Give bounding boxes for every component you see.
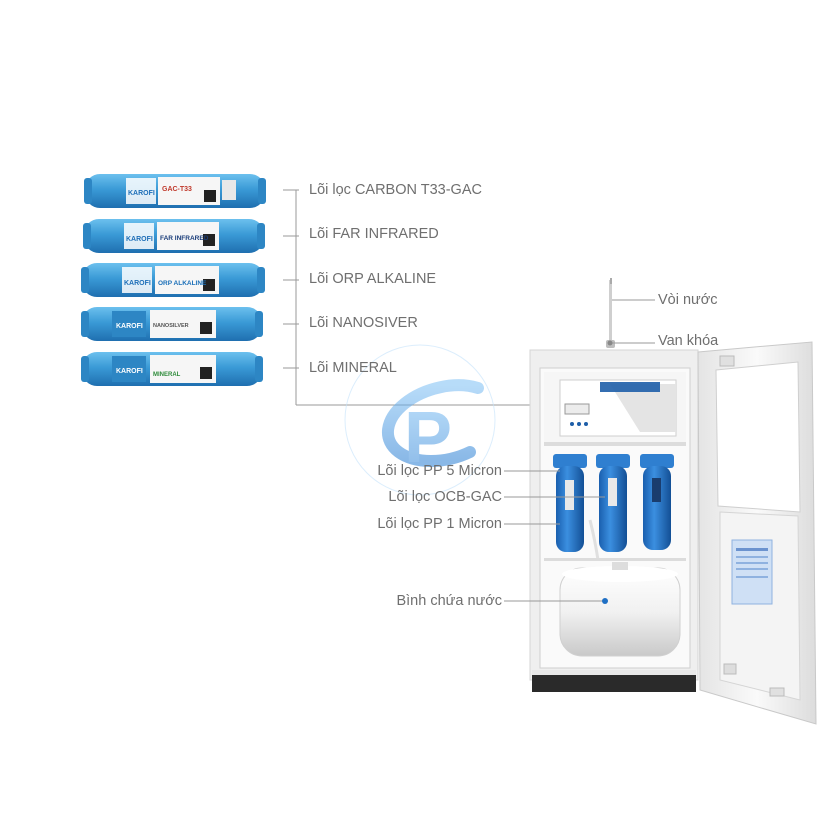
tank-marker <box>602 598 608 604</box>
cartridge-carbon-t33: GAC-T33 KAROFI <box>84 174 266 208</box>
valve-marker <box>607 340 613 346</box>
label-ocb: Lõi lọc OCB-GAC <box>388 489 502 505</box>
brand-logo: KAROFI <box>128 190 155 197</box>
left-leader-lines <box>283 189 556 406</box>
label-orp-alkaline: Lõi ORP ALKALINE <box>309 271 437 287</box>
cartridge-label: FAR INFRARED <box>160 235 209 242</box>
purifier-cabinet <box>529 349 699 692</box>
cartridge-label: NANOSILVER <box>153 323 189 329</box>
watermark-letter: P <box>404 398 452 478</box>
cartridge-group: GAC-T33 KAROFI FAR INFRARED KAROFI ORP A… <box>81 174 266 386</box>
cartridge-nanosilver: NANOSILVER KAROFI <box>81 307 263 341</box>
cartridge-label: MINERAL <box>153 372 181 378</box>
watermark-logo: P <box>344 344 496 496</box>
faucet-pipe <box>606 278 655 348</box>
label-far-infrared: Lõi FAR INFRARED <box>309 226 439 242</box>
brand-logo: KAROFI <box>116 323 143 330</box>
filter-housings <box>553 454 674 561</box>
storage-tank <box>559 562 681 657</box>
cartridge-mineral: MINERAL KAROFI <box>81 352 263 386</box>
label-mineral: Lõi MINERAL <box>309 360 397 376</box>
cartridge-orp-alkaline: ORP ALKALINE KAROFI <box>81 263 265 297</box>
label-valve: Van khóa <box>658 333 719 349</box>
label-pp1: Lõi lọc PP 1 Micron <box>377 516 502 532</box>
cartridge-label: GAC-T33 <box>162 186 192 193</box>
brand-logo: KAROFI <box>116 368 143 375</box>
cabinet-door <box>697 341 817 725</box>
cartridge-label: ORP ALKALINE <box>158 280 207 287</box>
cartridge-far-infrared: FAR INFRARED KAROFI <box>83 219 265 253</box>
label-faucet: Vòi nước <box>658 292 718 308</box>
label-tank: Bình chứa nước <box>396 593 502 609</box>
brand-logo: KAROFI <box>126 236 153 243</box>
label-nanosiver: Lõi NANOSIVER <box>309 315 418 331</box>
label-carbon-t33: Lõi lọc CARBON T33-GAC <box>309 182 482 198</box>
brand-logo: KAROFI <box>124 280 151 287</box>
label-pp5: Lõi lọc PP 5 Micron <box>377 463 502 479</box>
center-leader-lines <box>504 470 605 602</box>
